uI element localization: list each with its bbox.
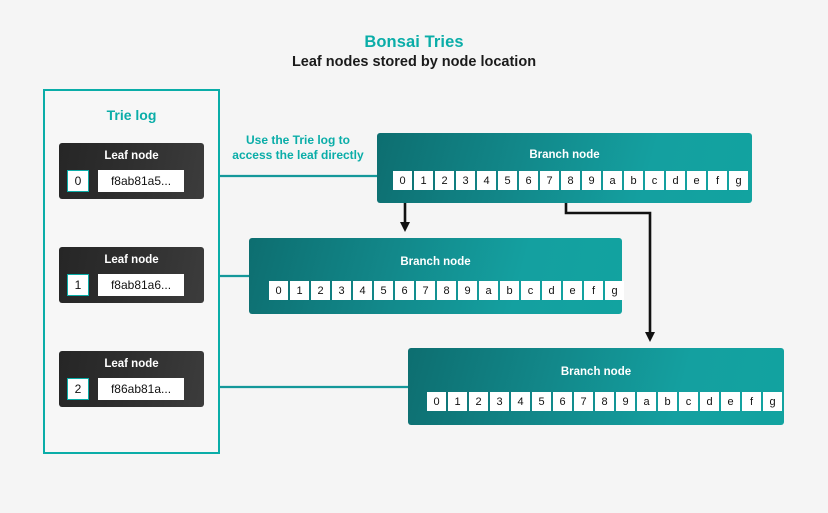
branch-cell-9[interactable]: 9 [582,171,601,190]
branch-cell-0[interactable]: 0 [427,392,446,411]
branch-cell-6[interactable]: 6 [395,281,414,300]
branch-cell-f[interactable]: f [708,171,727,190]
branch-cell-5[interactable]: 5 [374,281,393,300]
branch-cell-5[interactable]: 5 [532,392,551,411]
page-title: Bonsai Tries [364,33,464,51]
branch-cell-a[interactable]: a [637,392,656,411]
branch-cell-1[interactable]: 1 [448,392,467,411]
leaf-index-box: 2 [67,378,89,400]
trie-log-annotation: Use the Trie log to access the leaf dire… [222,133,374,163]
leaf-node-0[interactable]: Leaf node 0 f8ab81a5... [59,143,204,199]
leaf-node-label: Leaf node [104,254,159,266]
branch-node-label: Branch node [529,149,600,161]
leaf-index-box: 1 [67,274,89,296]
branch-cell-b[interactable]: b [500,281,519,300]
branch-cell-d[interactable]: d [542,281,561,300]
leaf-value-box: f8ab81a6... [98,274,184,296]
annotation-line-1: Use the Trie log to [245,133,350,147]
trie-log-title: Trie log [106,107,157,123]
branch-cell-b[interactable]: b [624,171,643,190]
branch-node-label: Branch node [400,256,471,268]
leaf-node-row: 1 f8ab81a6... [67,274,184,296]
branch-cell-e[interactable]: e [563,281,582,300]
leaf-node-row: 2 f86ab81a... [67,378,184,400]
branch-cell-6[interactable]: 6 [519,171,538,190]
branch-cell-2[interactable]: 2 [435,171,454,190]
branch-cell-9[interactable]: 9 [458,281,477,300]
annotation-line-2: access the leaf directly [232,148,364,162]
branch-cell-g[interactable]: g [605,281,624,300]
leaf-index-box: 0 [67,170,89,192]
leaf-value-box: f8ab81a5... [98,170,184,192]
branch-cell-0[interactable]: 0 [393,171,412,190]
branch-cell-8[interactable]: 8 [437,281,456,300]
leaf-value-box: f86ab81a... [98,378,184,400]
branch-cell-g[interactable]: g [763,392,782,411]
branch-cell-3[interactable]: 3 [456,171,475,190]
branch-cell-6[interactable]: 6 [553,392,572,411]
leaf-node-2[interactable]: Leaf node 2 f86ab81a... [59,351,204,407]
branch-cell-4[interactable]: 4 [477,171,496,190]
branch-node-label: Branch node [560,366,632,378]
leaf-node-label: Leaf node [104,358,159,370]
branch-cell-a[interactable]: a [603,171,622,190]
branch-cell-8[interactable]: 8 [595,392,614,411]
branch-cell-4[interactable]: 4 [353,281,372,300]
branch-cell-1[interactable]: 1 [414,171,433,190]
leaf-node-1[interactable]: Leaf node 1 f8ab81a6... [59,247,204,303]
branch-cell-4[interactable]: 4 [511,392,530,411]
branch-cell-2[interactable]: 2 [469,392,488,411]
branch-cell-b[interactable]: b [658,392,677,411]
branch-cell-d[interactable]: d [700,392,719,411]
branch-cell-c[interactable]: c [679,392,698,411]
branch-cell-2[interactable]: 2 [311,281,330,300]
branch-cell-g[interactable]: g [729,171,748,190]
branch-cell-5[interactable]: 5 [498,171,517,190]
branch-cell-3[interactable]: 3 [490,392,509,411]
branch-cell-d[interactable]: d [666,171,685,190]
leaf-node-label: Leaf node [104,150,159,162]
branch-cell-e[interactable]: e [687,171,706,190]
leaf-node-row: 0 f8ab81a5... [67,170,184,192]
branch-cell-7[interactable]: 7 [540,171,559,190]
branch-cell-a[interactable]: a [479,281,498,300]
branch-cell-f[interactable]: f [742,392,761,411]
page-subtitle: Leaf nodes stored by node location [291,54,537,70]
branch-cell-7[interactable]: 7 [574,392,593,411]
branch-cell-e[interactable]: e [721,392,740,411]
branch-cell-1[interactable]: 1 [290,281,309,300]
branch-cell-9[interactable]: 9 [616,392,635,411]
branch-cell-f[interactable]: f [584,281,603,300]
branch-cell-c[interactable]: c [521,281,540,300]
branch-cell-3[interactable]: 3 [332,281,351,300]
branch-cell-8[interactable]: 8 [561,171,580,190]
branch-cell-c[interactable]: c [645,171,664,190]
branch-cell-0[interactable]: 0 [269,281,288,300]
branch-cell-7[interactable]: 7 [416,281,435,300]
